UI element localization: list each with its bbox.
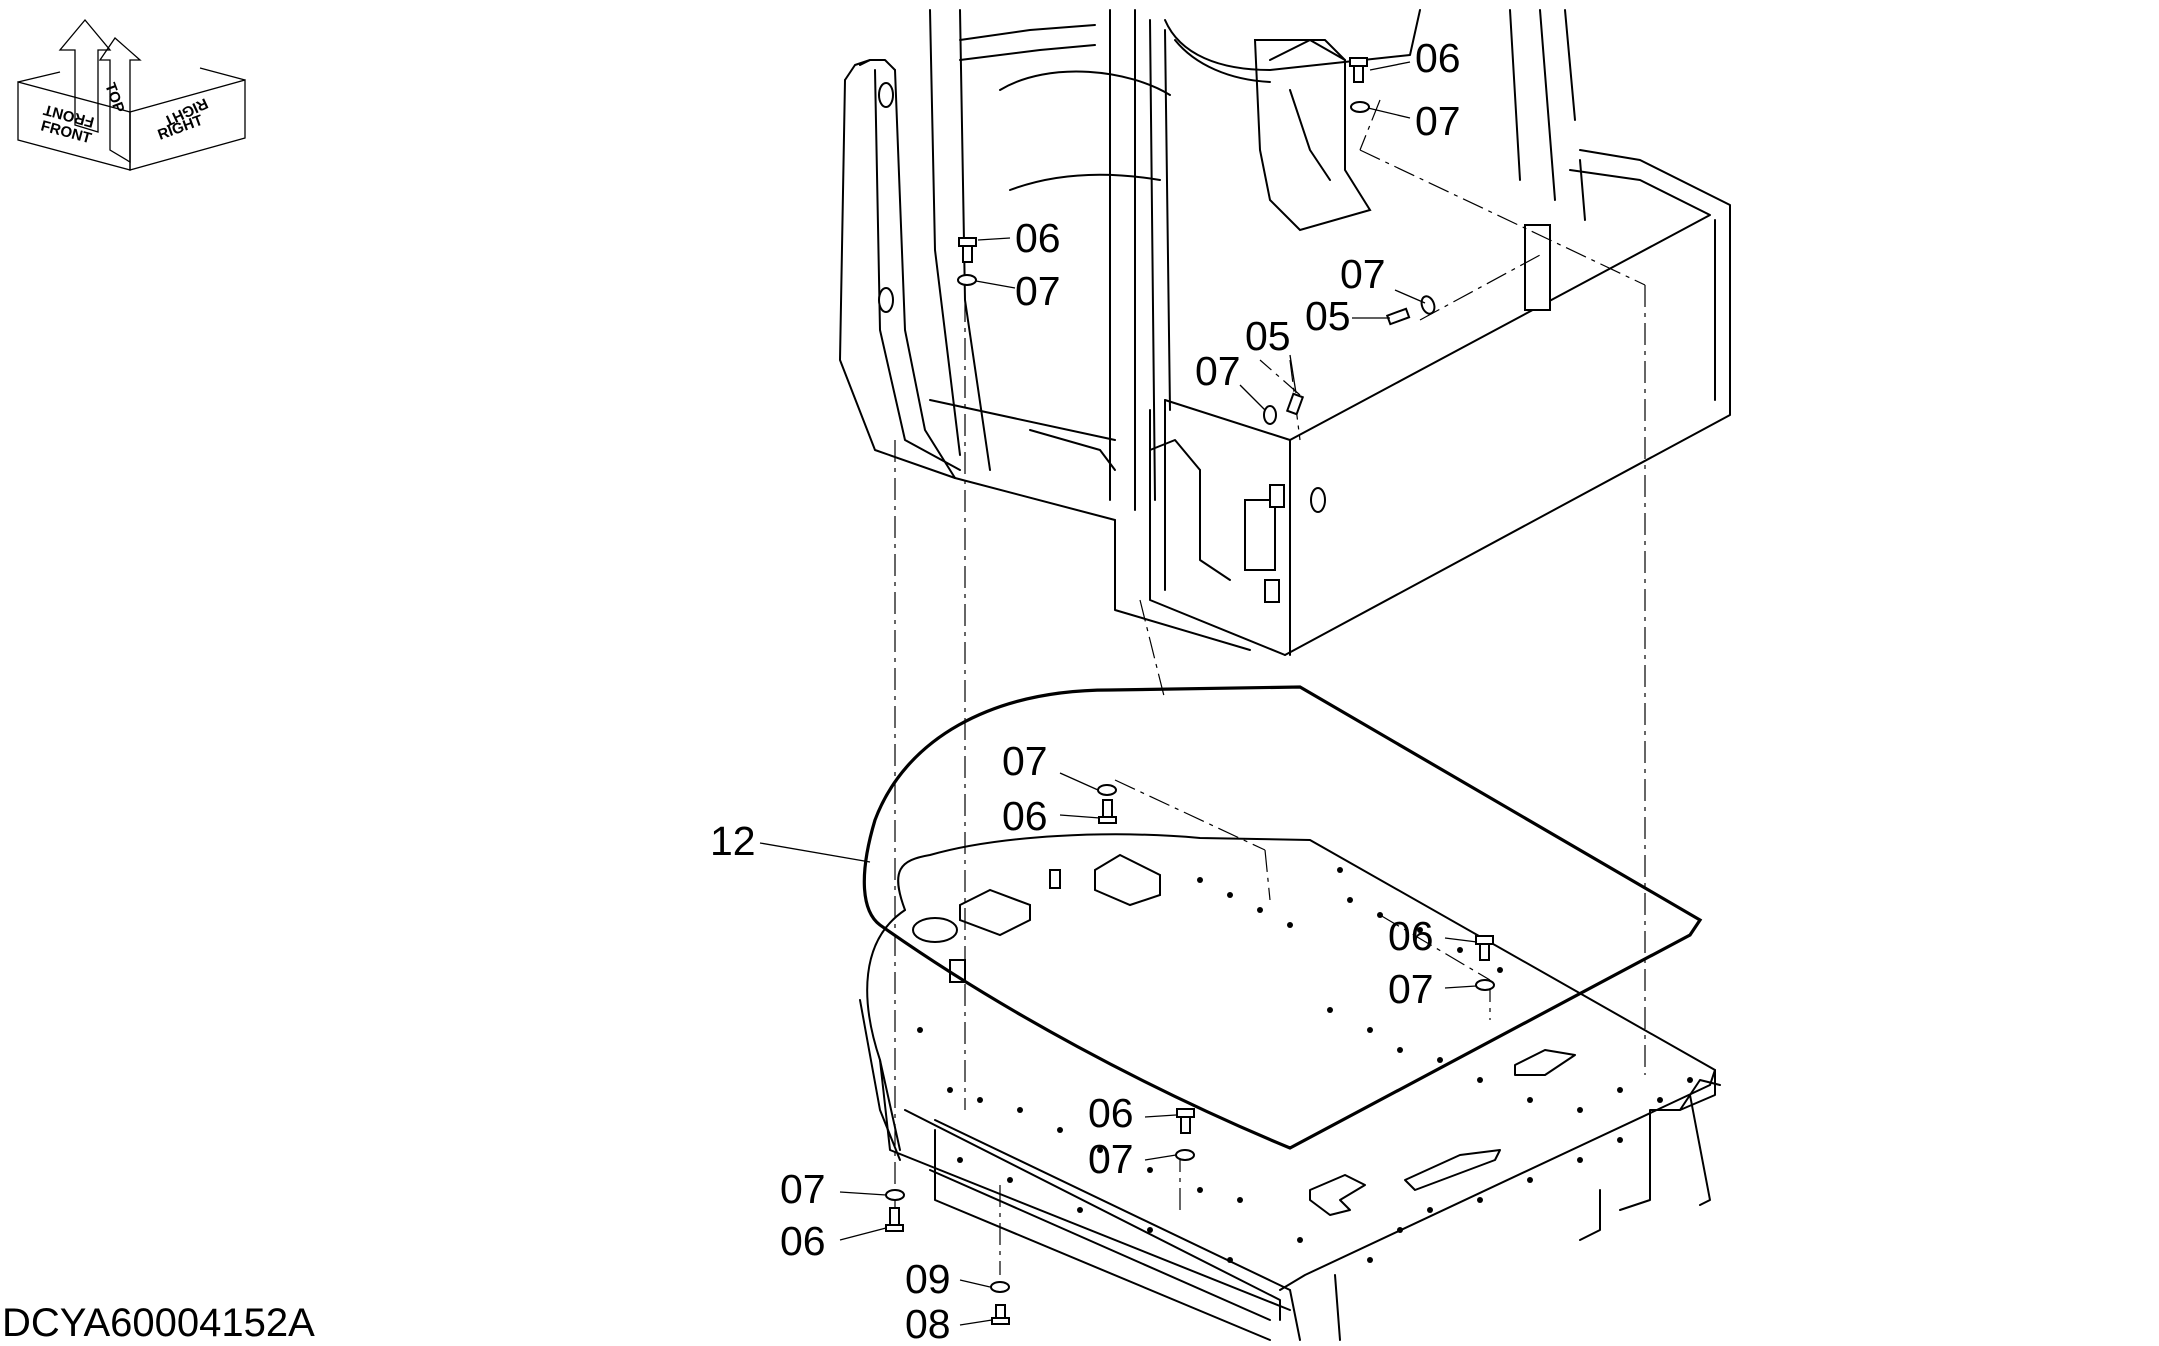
floor-plate	[859, 833, 1721, 1341]
callout-labels: 06 07 06 07 07 05 05 07 07 06 12 06 07 0…	[710, 35, 1461, 1346]
drawing-id: DCYA60004152A	[2, 1301, 315, 1345]
alignment-lines	[894, 99, 1646, 1275]
callout-12: 12	[710, 818, 756, 864]
callout-07: 07	[1415, 98, 1461, 144]
callout-09: 09	[905, 1256, 951, 1302]
callout-06: 06	[1002, 793, 1048, 839]
orientation-label-top: TOP	[101, 81, 127, 116]
callout-07: 07	[1388, 966, 1434, 1012]
fasteners	[885, 57, 1495, 1325]
callout-07: 07	[1195, 348, 1241, 394]
orientation-icon: TOP FRONT FRONT RIGHT RIGHT	[17, 18, 246, 171]
callout-05: 05	[1245, 313, 1291, 359]
leader-lines	[759, 61, 1478, 1326]
callout-06: 06	[1415, 35, 1461, 81]
seal-gasket	[862, 685, 1703, 1150]
callout-06: 06	[1015, 215, 1061, 261]
callout-07: 07	[1015, 268, 1061, 314]
callout-06: 06	[1088, 1090, 1134, 1136]
plate-holes	[917, 867, 1693, 1263]
cab-frame	[839, 9, 1731, 656]
callout-05: 05	[1305, 293, 1351, 339]
callout-07: 07	[1002, 738, 1048, 784]
callout-07: 07	[1088, 1136, 1134, 1182]
callout-07: 07	[1340, 251, 1386, 297]
callout-06: 06	[1388, 913, 1434, 959]
callout-07: 07	[780, 1166, 826, 1212]
callout-08: 08	[905, 1301, 951, 1346]
callout-06: 06	[780, 1218, 826, 1264]
